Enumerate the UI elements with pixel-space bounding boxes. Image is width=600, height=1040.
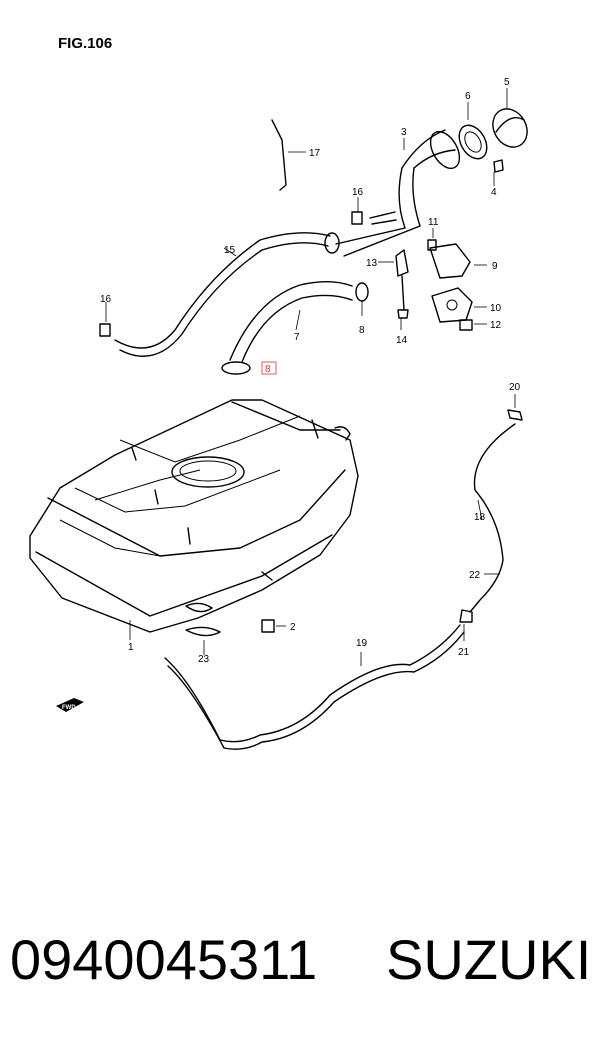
callout-11: 11 [428,217,439,228]
callout-15: 15 [224,245,236,256]
cap-and-seal-drawing [458,108,528,173]
callout-8: 8 [359,325,365,336]
breather-hose-15-drawing [99,211,363,357]
hose-7-drawing [221,281,369,375]
callout-7: 7 [294,332,300,343]
figure-title: FIG.106 [58,35,112,52]
callout-16b: 16 [352,187,364,198]
clamp-13-and-brackets-drawing [271,119,473,331]
callout-5: 5 [504,77,510,88]
callout-23: 23 [198,654,210,665]
parts-diagram: FIG.106 [29,35,528,750]
callout-4: 4 [491,187,497,198]
fwd-arrow-icon: FWD [56,698,84,712]
brand-name: SUZUKI [386,928,592,991]
callout-21: 21 [458,647,470,658]
callout-19: 19 [356,638,368,649]
callout-10: 10 [490,303,502,314]
callout-12: 12 [490,320,502,331]
footer: 0940045311 SUZUKI [0,905,600,1015]
highlight-box [261,361,277,375]
callout-22: 22 [469,570,481,581]
callout-2: 2 [290,622,296,633]
callout-18: 18 [474,512,486,523]
callout-8-highlighted: 8 [265,364,271,375]
callout-1: 1 [128,642,134,653]
vent-lines-drawing [164,409,523,750]
callout-13: 13 [366,258,378,269]
callout-16a: 16 [100,294,112,305]
leader-lines [105,88,516,666]
callout-3: 3 [401,127,407,138]
fuel-tank-drawing [29,399,359,633]
misc-fasteners-drawing [185,619,275,637]
callout-17: 17 [309,148,321,159]
callout-labels: 1 2 3 4 5 6 7 8 9 10 11 12 13 14 15 16 1… [100,77,521,665]
filler-neck-drawing [324,129,461,257]
callout-14: 14 [396,335,408,346]
callout-20: 20 [509,382,521,393]
callout-6: 6 [465,91,471,102]
fwd-label: FWD [62,705,76,711]
callout-9: 9 [492,261,498,272]
part-number: 0940045311 [10,928,318,991]
